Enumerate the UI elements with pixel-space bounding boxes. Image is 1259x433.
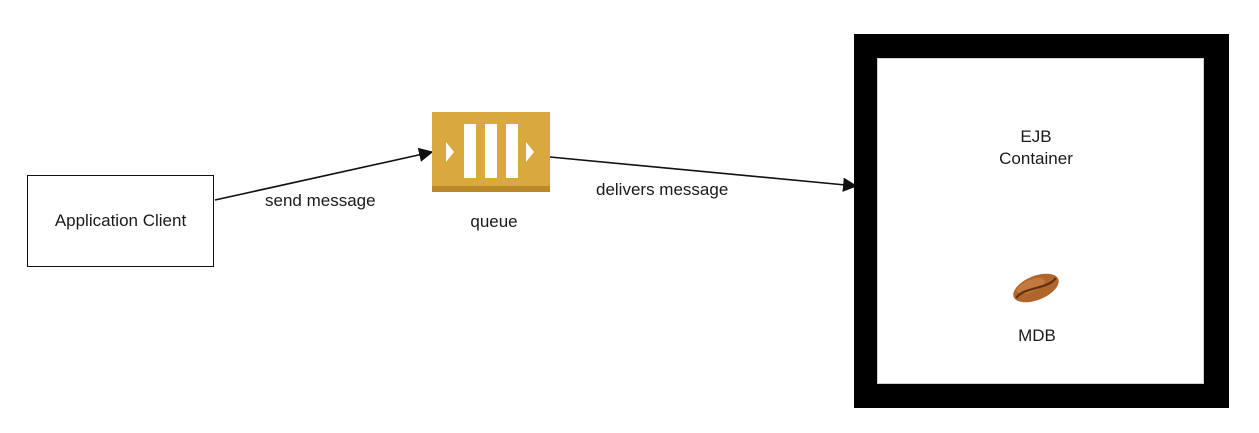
coffee-bean-icon[interactable] (1010, 270, 1062, 306)
ejb-container-title-line1: EJB (1020, 127, 1052, 146)
message-queue-icon[interactable] (432, 112, 550, 192)
delivers-message-label: delivers message (596, 180, 729, 199)
queue-label: queue (470, 212, 518, 231)
deliver-message-arrow (549, 156, 858, 192)
ejb-container-title: EJB Container (877, 126, 1195, 170)
ejb-container-title-line2: Container (999, 149, 1073, 168)
send-message-label: send message (265, 191, 376, 210)
application-client-label: Application Client (54, 211, 187, 230)
send-message-arrow (214, 147, 434, 201)
ejb-container-body (877, 58, 1204, 384)
application-client-box[interactable]: Application Client (27, 175, 214, 267)
mdb-label: MDB (1018, 326, 1056, 345)
